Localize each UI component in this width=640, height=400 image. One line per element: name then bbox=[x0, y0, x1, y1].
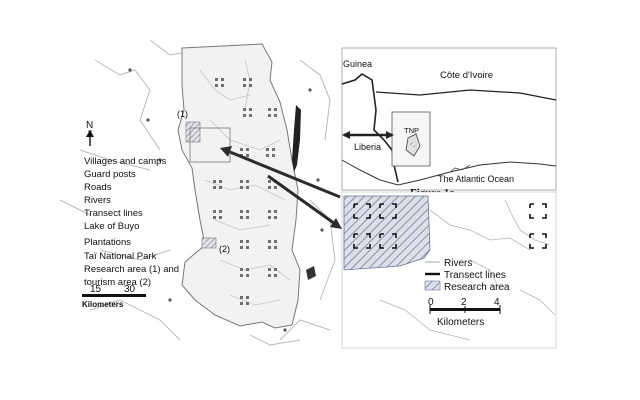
legend-rivers: Rivers bbox=[84, 195, 111, 206]
connector-arrow-lower bbox=[267, 174, 339, 228]
park-rivers bbox=[199, 59, 291, 306]
detail-scale-tick-0: 0 bbox=[428, 297, 434, 308]
inset-map: Guinea Côte d'Ivoire Liberia TNP The Atl… bbox=[341, 47, 557, 199]
liberia-label: Liberia bbox=[354, 142, 381, 152]
detail-legend-transects: Transect lines bbox=[444, 270, 506, 281]
detail-legend-research: Research area bbox=[444, 282, 510, 293]
research-area-1-frame bbox=[189, 127, 231, 163]
detail-scale-bar: 0 2 4 Kilometers bbox=[428, 297, 501, 328]
legend-guard-posts: Guard posts bbox=[84, 169, 136, 180]
detail-rivers bbox=[379, 199, 556, 341]
tourism-area-label: (2) bbox=[219, 244, 230, 254]
guinea-border bbox=[341, 73, 385, 141]
legend-transect-lines: Transect lines bbox=[84, 208, 143, 219]
cote-divoire-border bbox=[375, 89, 557, 101]
research-area-label: (1) bbox=[177, 109, 188, 119]
legend-roads: Roads bbox=[84, 182, 112, 193]
detail-scale-unit: Kilometers bbox=[437, 317, 484, 328]
north-label: N bbox=[86, 120, 93, 131]
left-scale-unit: Kilometers bbox=[82, 300, 124, 309]
cote-divoire-label: Côte d'Ivoire bbox=[440, 70, 493, 81]
detail-scale-tick-2: 2 bbox=[461, 297, 467, 308]
tnp-label: TNP bbox=[404, 126, 419, 135]
guinea-label: Guinea bbox=[343, 59, 372, 69]
legend-villages: Villages and camps bbox=[84, 156, 166, 167]
detail-legend: Rivers Transect lines Research area bbox=[424, 258, 510, 293]
plantation-patch bbox=[306, 266, 316, 280]
villages-and-camps bbox=[128, 68, 324, 332]
coast-detail bbox=[449, 164, 471, 173]
left-legend: Villages and camps Guard posts Roads Riv… bbox=[84, 156, 179, 288]
legend-research-swatch bbox=[424, 280, 441, 291]
legend-national-park: Taï National Park bbox=[84, 251, 157, 262]
left-scale-tick-15: 15 bbox=[90, 284, 102, 295]
legend-research-area: Research area (1) and bbox=[84, 264, 179, 275]
north-arrow: N bbox=[86, 120, 94, 146]
inset-frame bbox=[341, 47, 557, 191]
left-map: (1) (2) N Villages and camps Guard posts… bbox=[59, 39, 336, 346]
legend-lake: Lake of Buyo bbox=[84, 221, 139, 232]
tourism-area-2 bbox=[201, 237, 217, 249]
connector-arrows bbox=[220, 146, 342, 229]
detail-map: Rivers Transect lines Research area 0 2 … bbox=[341, 191, 557, 349]
research-area-1 bbox=[185, 121, 201, 143]
left-scale-tick-30: 30 bbox=[124, 284, 136, 295]
transect-markers bbox=[213, 78, 277, 305]
coastline bbox=[341, 159, 557, 186]
detail-research-area bbox=[343, 195, 431, 271]
legend-plantations: Plantations bbox=[84, 237, 131, 248]
lake-of-buyo bbox=[292, 105, 301, 172]
detail-scale-tick-4: 4 bbox=[494, 297, 500, 308]
road-network bbox=[59, 39, 336, 346]
left-scale-bar: 15 30 Kilometers bbox=[82, 284, 146, 309]
detail-legend-rivers: Rivers bbox=[444, 258, 472, 269]
detail-transects bbox=[353, 203, 547, 249]
legend-tourism-area: tourism area (2) bbox=[84, 277, 151, 288]
ocean-label: The Atlantic Ocean bbox=[438, 174, 514, 184]
tnp-hatch bbox=[410, 142, 415, 147]
connector-arrow-upper bbox=[229, 150, 341, 199]
